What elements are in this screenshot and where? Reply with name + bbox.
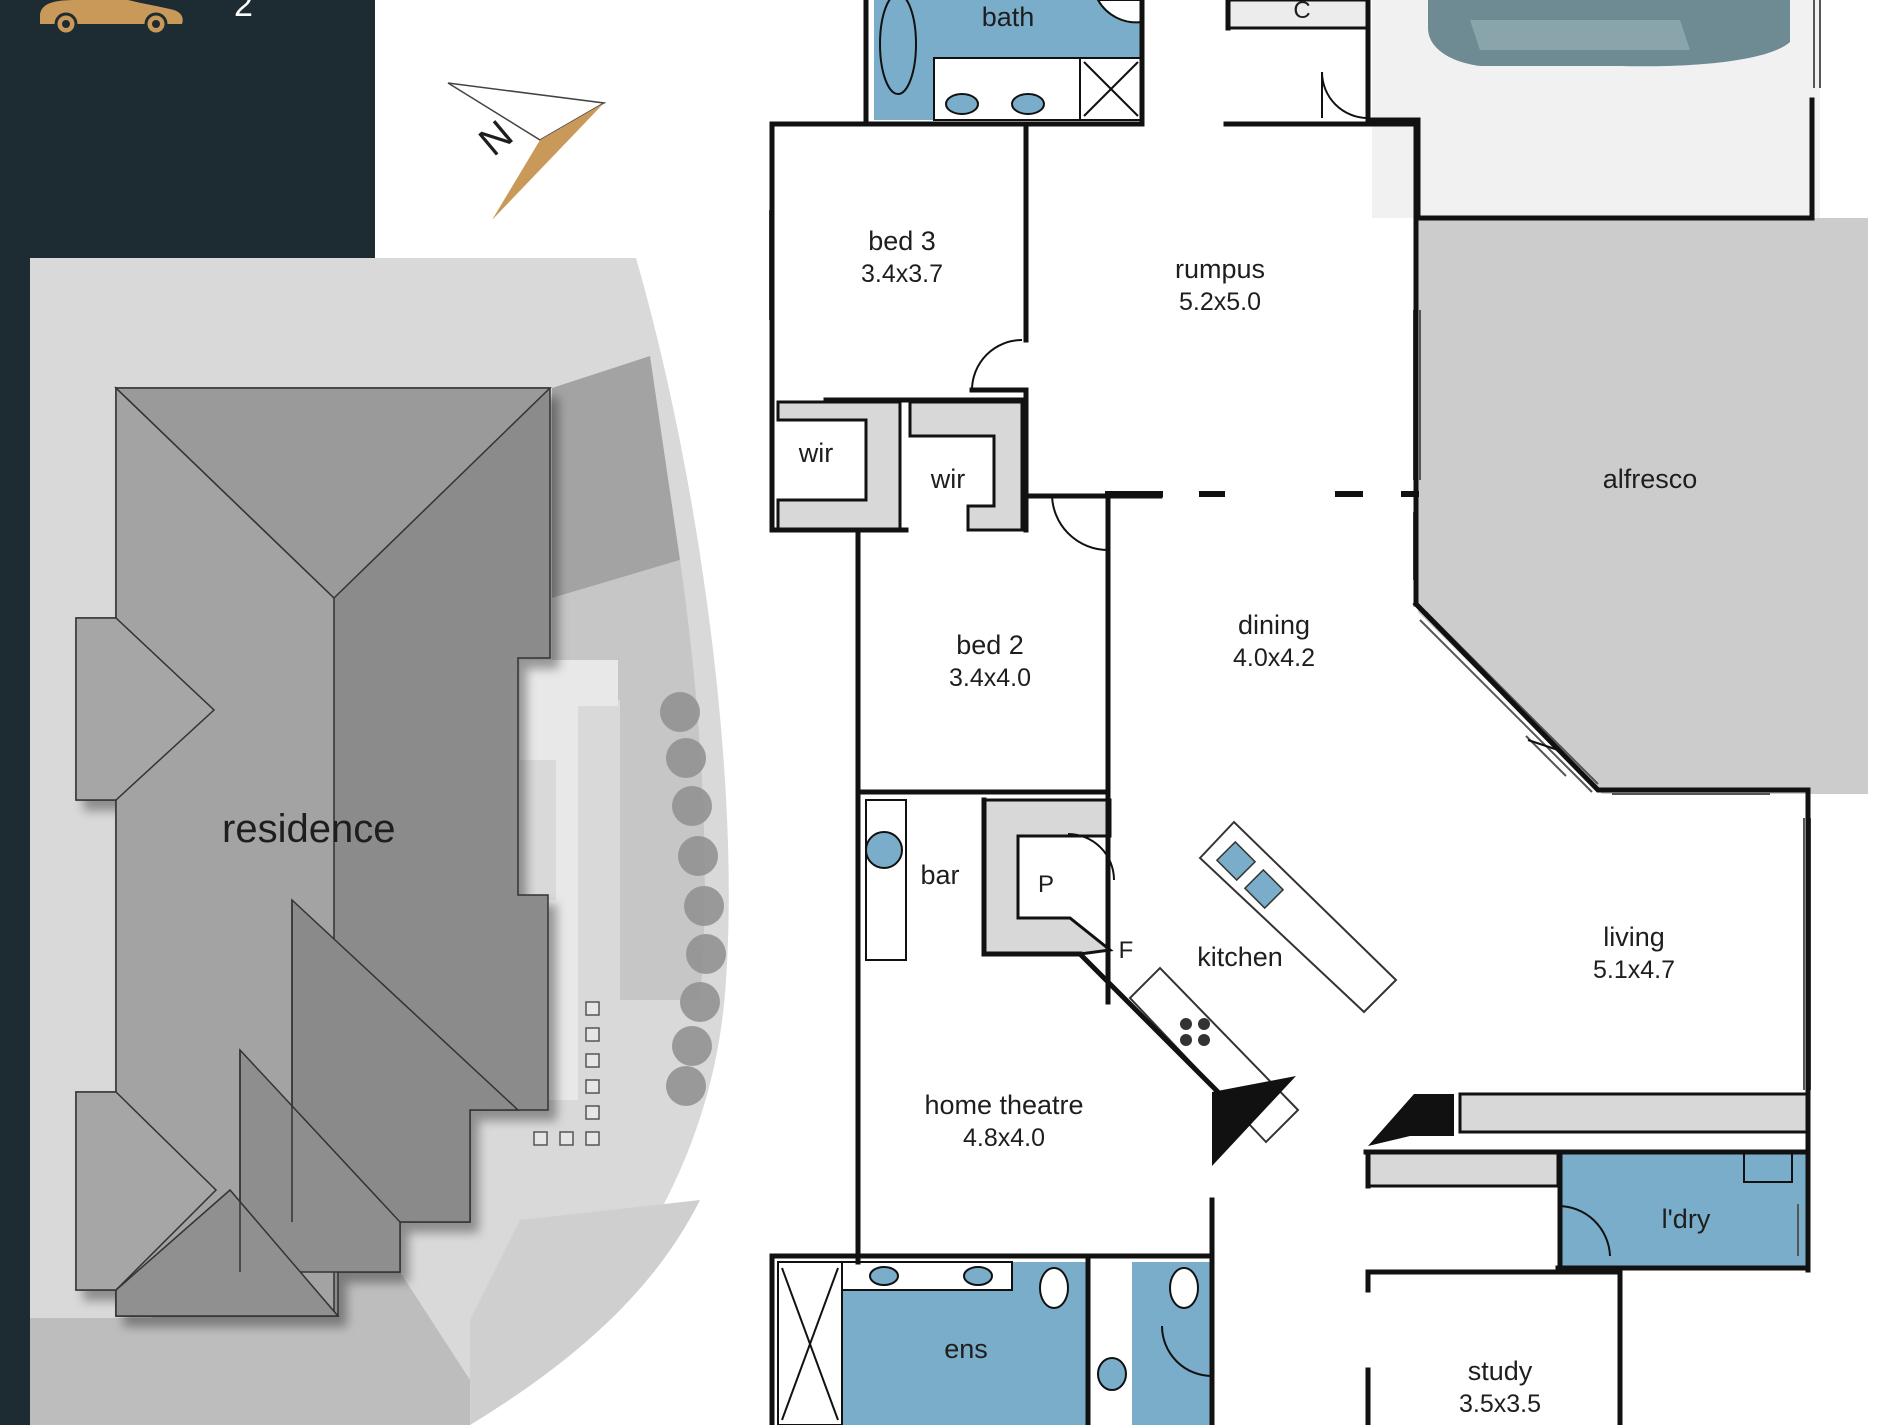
room-living-dim: 5.1x4.7 bbox=[1593, 956, 1675, 984]
room-bar: bar bbox=[920, 860, 959, 890]
room-kitchen: kitchen bbox=[1197, 942, 1283, 972]
room-study-name: study bbox=[1468, 1356, 1533, 1386]
room-theatre-dim: 4.8x4.0 bbox=[963, 1124, 1045, 1152]
kitchen-island bbox=[1198, 820, 1398, 1014]
car-icon bbox=[1428, 0, 1790, 67]
house-plan: bath C bed 3 3.4x3.7 rumpus 5.2x5.0 alfr… bbox=[769, 0, 1868, 1425]
room-theatre-name: home theatre bbox=[924, 1090, 1083, 1120]
room-rumpus-name: rumpus bbox=[1175, 254, 1265, 284]
room-alfresco: alfresco bbox=[1603, 464, 1698, 494]
room-pantry: P bbox=[1038, 871, 1054, 898]
site-plan: residence bbox=[30, 258, 729, 1425]
room-wir-2: wir bbox=[930, 464, 966, 494]
compass-icon: N bbox=[447, 82, 607, 220]
room-fridge: F bbox=[1119, 937, 1134, 964]
room-dining-dim: 4.0x4.2 bbox=[1233, 644, 1315, 672]
residence-label: residence bbox=[222, 807, 395, 851]
room-bed2-name: bed 2 bbox=[956, 630, 1024, 660]
car-icon bbox=[40, 0, 183, 36]
room-rumpus-dim: 5.2x5.0 bbox=[1179, 288, 1261, 316]
alfresco-floor bbox=[1418, 218, 1868, 794]
room-laundry: l'dry bbox=[1662, 1204, 1711, 1234]
room-dining-name: dining bbox=[1238, 610, 1310, 640]
room-wir-1: wir bbox=[798, 438, 834, 468]
room-cupboard: C bbox=[1293, 0, 1310, 24]
room-bed3-dim: 3.4x3.7 bbox=[861, 260, 943, 288]
room-bed3-name: bed 3 bbox=[868, 226, 936, 256]
room-study-dim: 3.5x3.5 bbox=[1459, 1390, 1541, 1418]
room-ensuite: ens bbox=[944, 1334, 988, 1364]
car-count: 2 bbox=[234, 0, 253, 24]
room-bath: bath bbox=[982, 2, 1035, 32]
room-bed2-dim: 3.4x4.0 bbox=[949, 664, 1031, 692]
room-living-name: living bbox=[1603, 922, 1665, 952]
